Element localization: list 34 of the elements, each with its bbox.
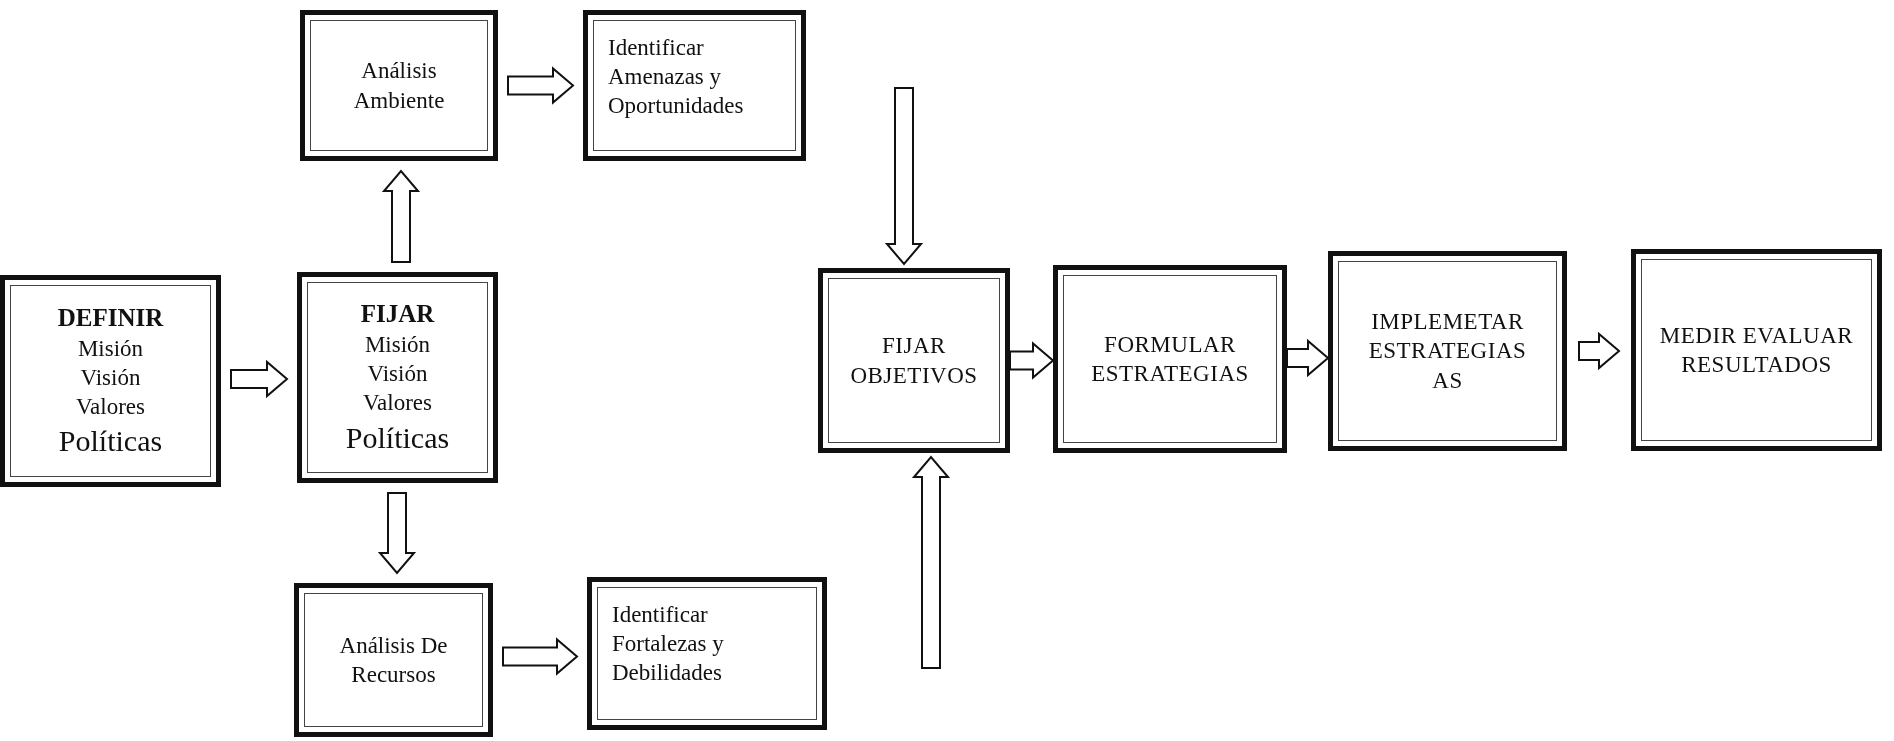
process-box xyxy=(1053,265,1287,453)
box-text: MEDIR EVALUAR RESULTADOS xyxy=(1658,321,1855,379)
process-box xyxy=(1631,249,1882,451)
process-box xyxy=(587,577,827,730)
block-arrow xyxy=(507,66,575,105)
block-arrow xyxy=(502,637,579,676)
box-text: Análisis De Recursos xyxy=(338,631,449,689)
block-arrow xyxy=(1578,331,1621,371)
box-text: IMPLEMETAR ESTRATEGIAS AS xyxy=(1367,308,1528,395)
box-text: FIJAR OBJETIVOS xyxy=(849,332,979,390)
process-box xyxy=(300,10,498,161)
process-box xyxy=(0,275,221,487)
block-arrow xyxy=(911,455,951,669)
box-text: Políticas xyxy=(345,419,450,456)
process-box xyxy=(294,583,493,737)
box-text: Identificar Amenazas y Oportunidades xyxy=(608,34,745,121)
box-heading: FIJAR xyxy=(360,299,435,330)
process-box xyxy=(297,272,498,483)
block-arrow xyxy=(381,169,421,263)
box-text: Misión Visión Valores xyxy=(363,331,432,418)
process-box xyxy=(1328,251,1567,451)
block-arrow xyxy=(377,492,417,575)
box-text: FORMULAR ESTRATEGIAS xyxy=(1090,330,1250,388)
box-text: Identificar Fortalezas y Debilidades xyxy=(612,601,725,688)
process-box xyxy=(583,10,806,161)
block-arrow xyxy=(230,359,289,399)
process-box xyxy=(818,268,1010,453)
box-text: Políticas xyxy=(58,423,163,460)
box-text: Análisis Ambiente xyxy=(352,57,446,115)
block-arrow xyxy=(1009,341,1055,380)
box-heading: DEFINIR xyxy=(57,302,164,333)
block-arrow xyxy=(1286,338,1330,378)
box-text: Misión Visión Valores xyxy=(76,334,145,421)
block-arrow xyxy=(884,87,924,266)
